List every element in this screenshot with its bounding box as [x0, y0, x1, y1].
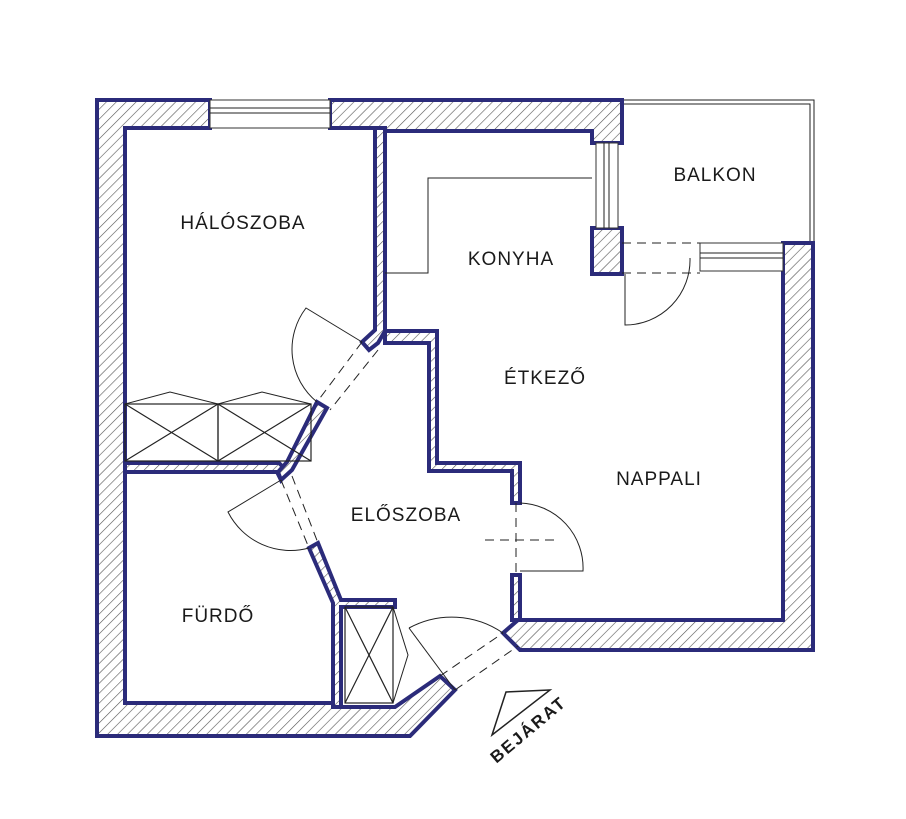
label-balkon: BALKON — [673, 165, 756, 186]
label-halo: HÁLÓSZOBA — [180, 212, 305, 234]
label-konyha: KONYHA — [468, 249, 554, 270]
windows — [209, 99, 784, 272]
label-eloszoba: ELŐSZOBA — [351, 504, 461, 526]
bedroom-wardrobes — [124, 391, 312, 462]
label-etkezo: ÉTKEZŐ — [504, 367, 586, 389]
entrance-arrow-icon — [490, 689, 553, 738]
kitchen-counter — [385, 177, 592, 274]
balcony-outline — [622, 99, 815, 242]
outer-walls — [95, 98, 815, 738]
doors — [227, 242, 700, 691]
label-furdo: FÜRDŐ — [182, 605, 255, 627]
label-nappali: NAPPALI — [616, 469, 702, 490]
hall-wardrobe — [344, 606, 409, 704]
